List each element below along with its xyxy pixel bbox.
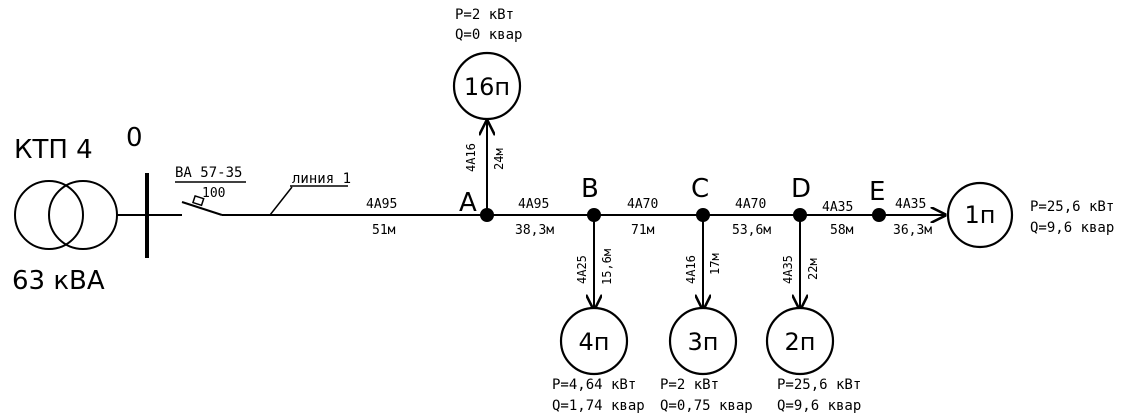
segment-D-E-cable: 4А35: [822, 200, 853, 215]
segment-C-D-length: 53,6м: [732, 223, 771, 238]
branch-A-16-cable: 4А16: [464, 143, 478, 172]
branch-B-4-cable: 4А25: [575, 255, 589, 284]
segment-B-C-length: 71м: [631, 223, 655, 238]
segment-A-B-length: 38,3м: [515, 223, 554, 238]
breaker-rating: 100: [202, 186, 225, 201]
circuit-breaker: [181, 194, 223, 216]
line-name-leader: [269, 186, 293, 216]
load-16-circle: [452, 51, 522, 121]
node-D-dot: [793, 208, 807, 222]
load-2-q: Q=9,6 квар: [777, 398, 861, 414]
load-2-name: 2п: [785, 328, 816, 356]
node-E-label: E: [869, 177, 885, 207]
segment-0-A-length: 51м: [372, 223, 396, 238]
load-1-circle: [946, 181, 1014, 249]
node-C-label: C: [691, 174, 709, 204]
substation-name: КТП 4: [14, 135, 93, 165]
substation-capacity: 63 кВА: [12, 266, 105, 296]
load-4-name: 4п: [579, 328, 610, 356]
branch-A-16-length: 24м: [492, 148, 506, 170]
load-16-q: Q=0 квар: [455, 27, 522, 43]
load-4-p: P=4,64 кВт: [552, 377, 636, 393]
breaker-contact: [181, 201, 223, 216]
load-3-name: 3п: [688, 328, 719, 356]
node-E-dot: [872, 208, 886, 222]
transformer-winding-left: [14, 180, 84, 250]
branch-B-4-length: 15,6м: [600, 249, 614, 285]
load-16-p: P=2 кВт: [455, 7, 514, 23]
node-B-dot: [587, 208, 601, 222]
branch-C-3-length: 17м: [708, 253, 722, 275]
node-A-dot: [480, 208, 494, 222]
segment-E-1-length: 36,3м: [893, 223, 932, 238]
segment-D-E-length: 58м: [830, 223, 854, 238]
load-4-circle: [559, 306, 629, 376]
segment-B-C-cable: 4А70: [627, 197, 658, 212]
load-16-name: 16п: [464, 73, 510, 101]
node-B-label: B: [581, 174, 599, 204]
load-2-circle: [765, 306, 835, 376]
breaker-type: ВА 57-35: [175, 165, 242, 181]
branch-C-3-cable: 4А16: [684, 255, 698, 284]
load-1-q: Q=9,6 квар: [1030, 220, 1114, 236]
breaker-trip-box: [192, 194, 205, 207]
segment-C-D-cable: 4А70: [735, 197, 766, 212]
segment-0-A-cable: 4А95: [366, 197, 397, 212]
node-C-dot: [696, 208, 710, 222]
line-name: линия 1: [292, 171, 351, 187]
branch-D-2-length: 22м: [806, 258, 820, 280]
bus-label: 0: [126, 123, 143, 153]
load-1-p: P=25,6 кВт: [1030, 199, 1114, 215]
load-3-circle: [668, 306, 738, 376]
transformer: [14, 180, 118, 250]
load-1-name: 1п: [965, 201, 996, 229]
segment-E-1-cable: 4А35: [895, 197, 926, 212]
node-A-label: A: [459, 188, 477, 218]
load-4-q: Q=1,74 квар: [552, 398, 645, 414]
segment-A-B-cable: 4А95: [518, 197, 549, 212]
load-2-p: P=25,6 кВт: [777, 377, 861, 393]
node-D-label: D: [791, 174, 811, 204]
load-3-q: Q=0,75 квар: [660, 398, 753, 414]
branch-D-2-cable: 4А35: [781, 255, 795, 284]
load-3-p: P=2 кВт: [660, 377, 719, 393]
